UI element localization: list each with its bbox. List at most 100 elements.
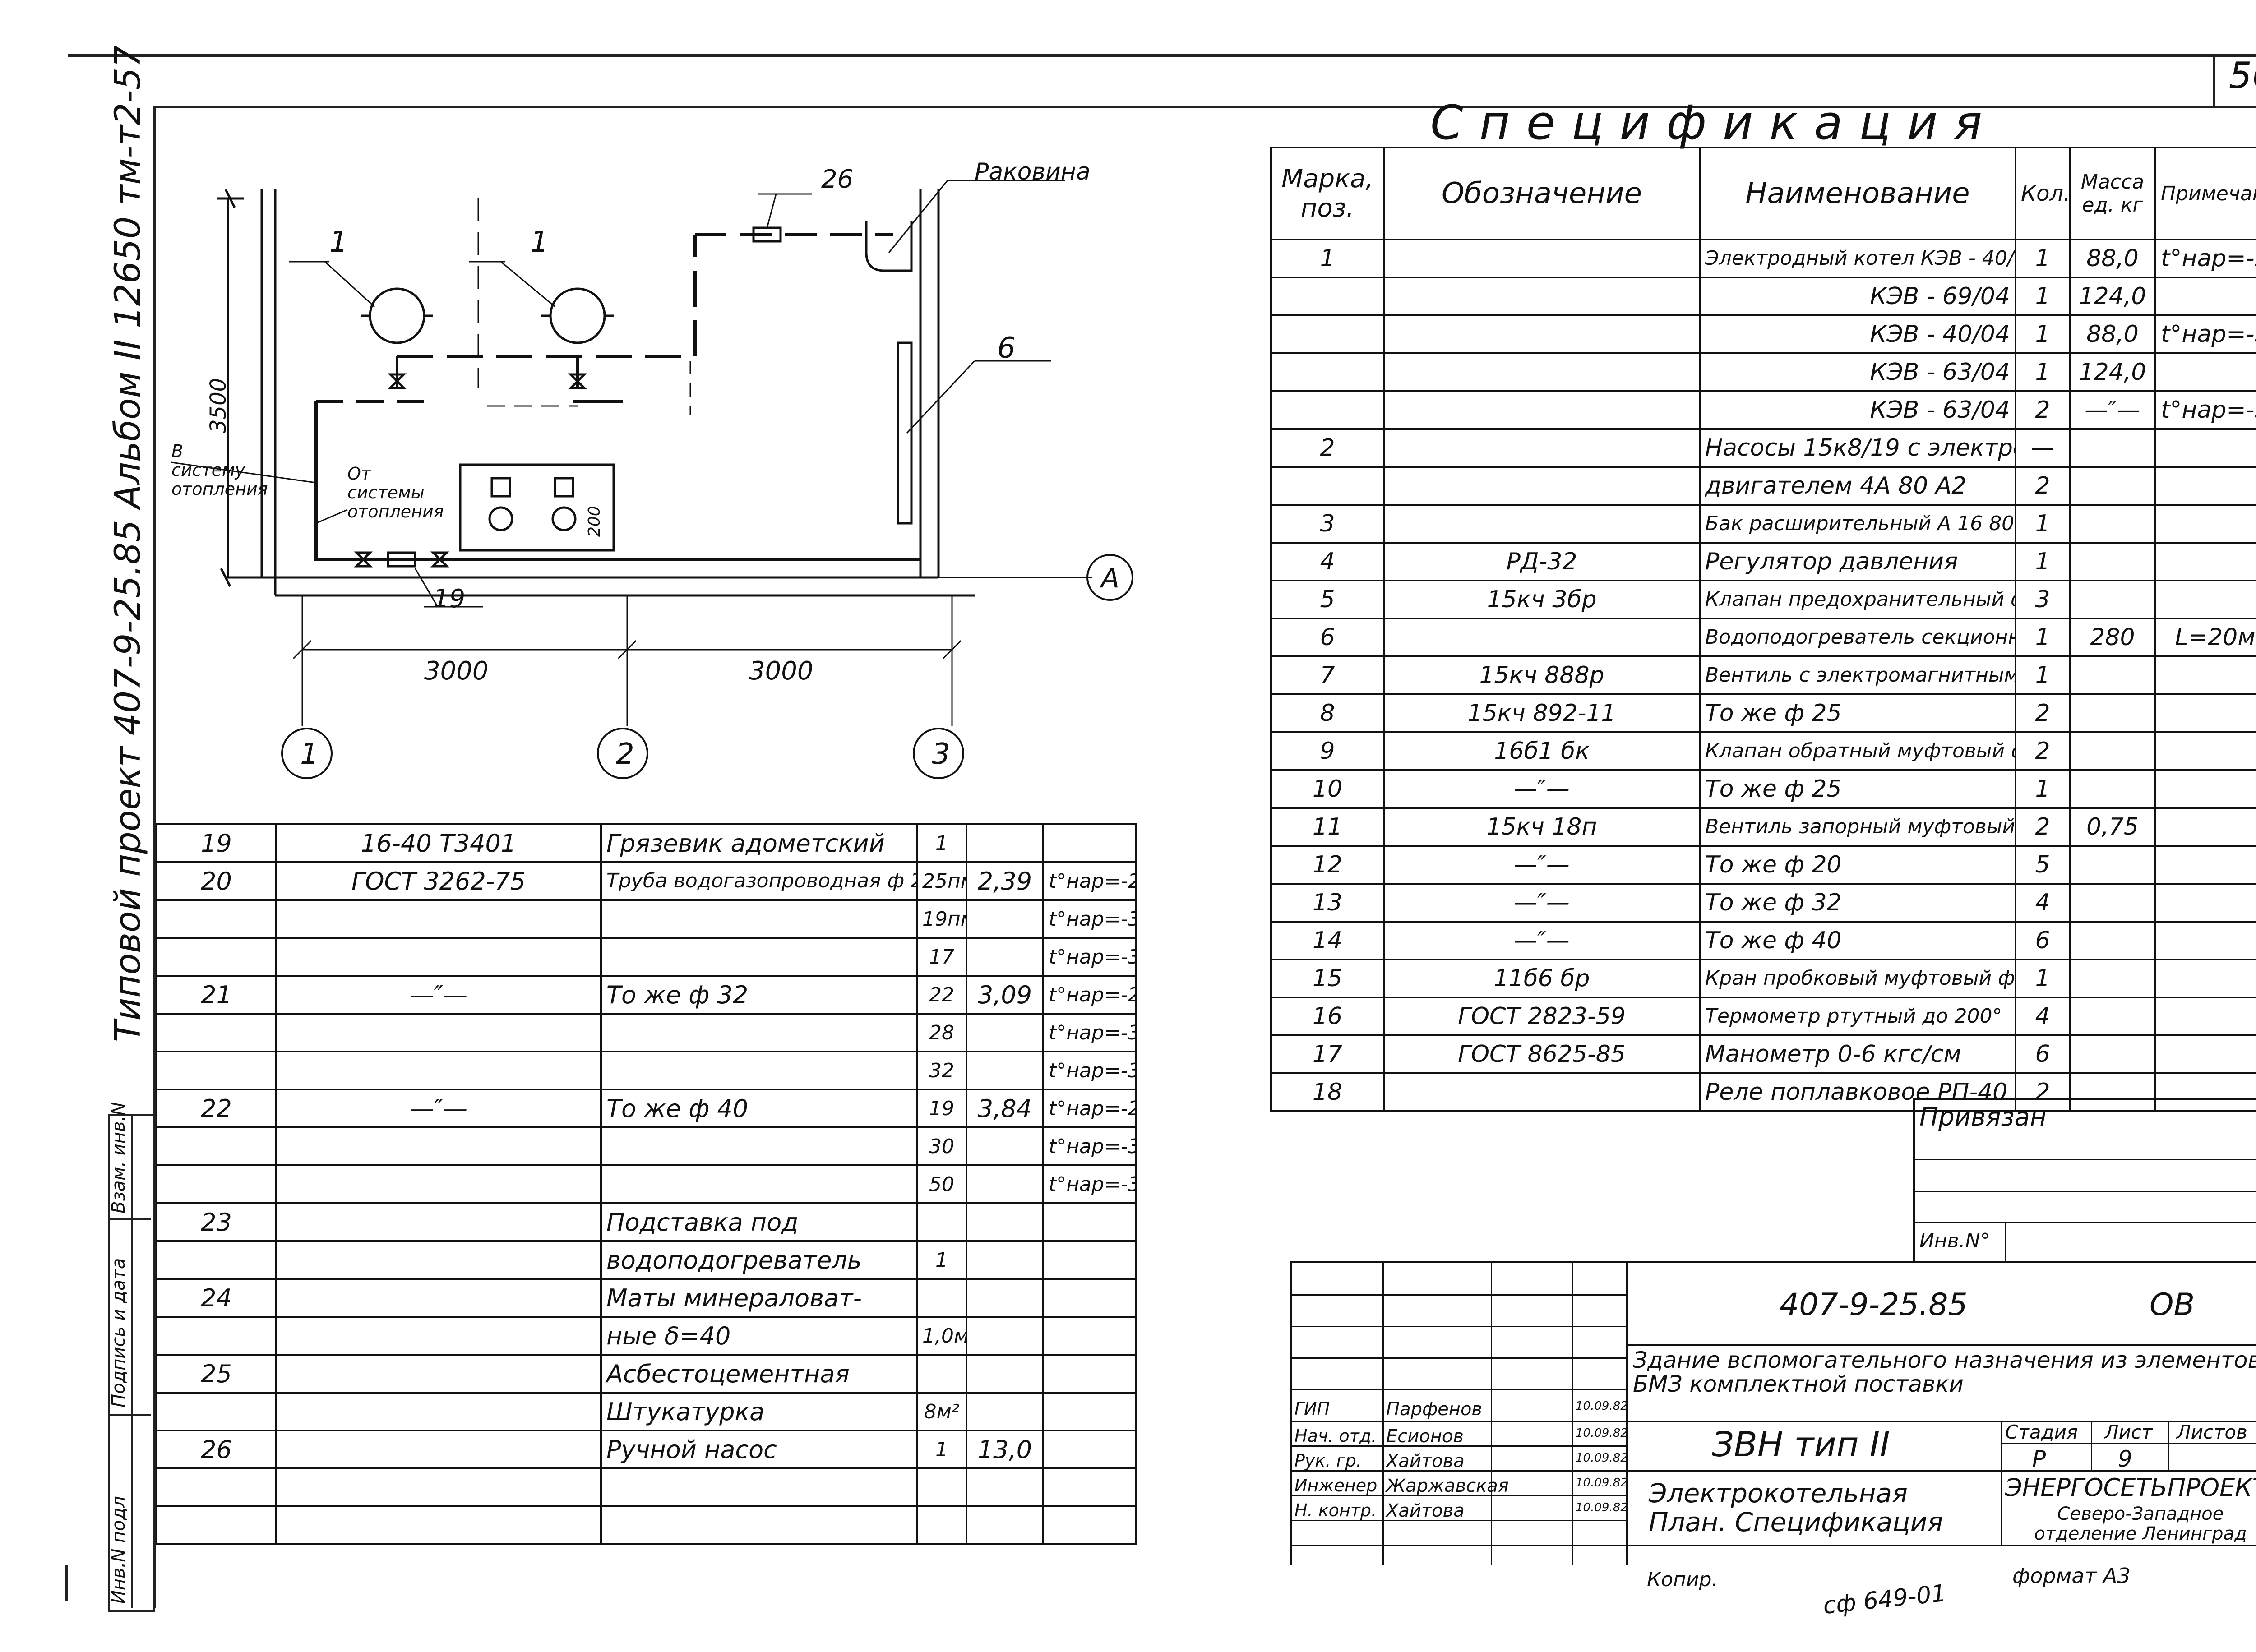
spec-cell-name: Регулятор давления [1699,542,2016,581]
spec-cell-note [2154,466,2256,506]
cont-cell-mark [156,1392,277,1431]
spec-cell-designation [1383,504,1701,544]
specification-table: Марка, поз. Обозначение Наименование Кол… [1270,147,2256,1112]
spec-cell-qty: 1 [2015,239,2071,278]
spec-cell-mass [2069,921,2156,960]
plan-label-boiler-1a: 1 [329,226,348,259]
plan-dim-3500: 3500 [206,378,231,433]
spec-cell-qty: 2 [2015,466,2071,506]
cont-cell-qty: 8м² [916,1392,967,1431]
spec-cell-designation [1383,390,1701,430]
cont-cell-mark [156,1240,277,1280]
cont-cell-qty [916,1354,967,1394]
spec-cell-mark: 12 [1270,845,1385,885]
inv-no-label: Инв.N° [1919,1229,1990,1252]
spec-cell-mark: 1 [1270,239,1385,278]
cont-cell-note [1042,1316,1137,1356]
spec-cell-name: Манометр 0-6 кгс/см [1699,1034,2016,1074]
cont-cell-designation [275,937,602,977]
stamp-hline [1292,1470,2256,1472]
spec-cell-mass [2069,580,2156,619]
spec-cell-qty: 4 [2015,997,2071,1036]
spec-continuation-row [156,1505,1137,1545]
stamp-building: Здание вспомогательного назначения из эл… [1633,1347,2256,1397]
cont-cell-name: водоподогреватель [600,1240,918,1280]
stamp-code: 407-9-25.85 [1780,1287,1968,1323]
plan-label-6: 6 [997,332,1016,365]
spec-cell-mass [2069,466,2156,506]
spec-cell-mass [2069,655,2156,695]
spec-cell-note: L=20м [2154,618,2256,657]
cont-cell-mass [966,1316,1044,1356]
cont-cell-note: t°нар=-36 [1042,937,1137,977]
copied-label: Копир. [1647,1568,1718,1591]
stamp-hline [1292,1326,1626,1327]
cont-cell-designation [275,1316,602,1356]
plan-dim-3000-left: 3000 [424,656,489,686]
cont-cell-qty: 28 [916,1013,967,1052]
spec-cell-mass [2069,883,2156,923]
page-number: 56 [2229,55,2256,97]
cont-cell-note [1042,1467,1137,1507]
cont-cell-note [1042,1202,1137,1242]
signer-date: 10.09.82 [1576,1451,1628,1465]
margin-box-divider [131,1114,133,1608]
spec-cell-note [2154,428,2256,468]
spec-cell-mark: 9 [1270,731,1385,771]
spec-continuation-row: 32t°нар=-36 [156,1051,1137,1090]
spec-cell-note [2154,580,2256,619]
spec-cell-name: Электродный котел КЭВ - 40/04 [1699,239,2016,278]
spec-cell-designation: 16б1 бк [1383,731,1701,771]
stamp-vline [1382,1263,1384,1565]
spec-cell-qty: 3 [2015,580,2071,619]
cont-cell-mass [966,937,1044,977]
cont-cell-mass [966,1202,1044,1242]
spec-header-note: Примечание [2154,147,2256,240]
spec-cell-note [2154,807,2256,847]
margin-project-text: Типовой проект 407-9-25.85 Альбом II 126… [108,45,148,1042]
cont-cell-mass [966,1467,1044,1507]
spec-cell-mark: 8 [1270,693,1385,733]
cont-cell-designation: ГОСТ 3262-75 [275,861,602,901]
stamp-hline [1292,1545,2256,1546]
cont-cell-designation: —″— [275,975,602,1015]
cont-cell-designation [275,1126,602,1166]
cont-cell-name: То же ф 40 [600,1089,918,1128]
spec-cell-note [2154,1072,2256,1112]
cont-cell-mark [156,1316,277,1356]
spec-cell-qty: 2 [2015,807,2071,847]
spec-cell-qty: 1 [2015,542,2071,581]
spec-cell-note: t°нар=-20° [2154,239,2256,278]
cont-cell-mark [156,1126,277,1166]
stamp-sheet-title: Электрокотельная План. Спецификация [1649,1478,1943,1537]
stamp-section: ОВ [2150,1287,2195,1323]
spec-header-row: Марка, поз. Обозначение Наименование Кол… [1270,147,2256,240]
spec-cell-note [2154,655,2256,695]
spec-cell-designation [1383,1072,1701,1112]
cont-cell-note: t°нар=-20 [1042,975,1137,1015]
cont-cell-mass [966,1354,1044,1394]
stamp-vline [2168,1421,2169,1470]
plan-label-boiler-1b: 1 [530,226,549,259]
cont-cell-mark [156,1505,277,1545]
cont-cell-qty: 1 [916,823,967,863]
spec-cell-name: КЭВ - 40/04 [1699,314,2016,354]
axis-label-3: 3 [932,738,950,771]
spec-cell-qty: — [2015,428,2071,468]
cont-cell-note [1042,1505,1137,1545]
cont-cell-note [1042,1240,1137,1280]
cont-cell-name: Асбестоцементная [600,1354,918,1394]
cont-cell-mass [966,1051,1044,1090]
